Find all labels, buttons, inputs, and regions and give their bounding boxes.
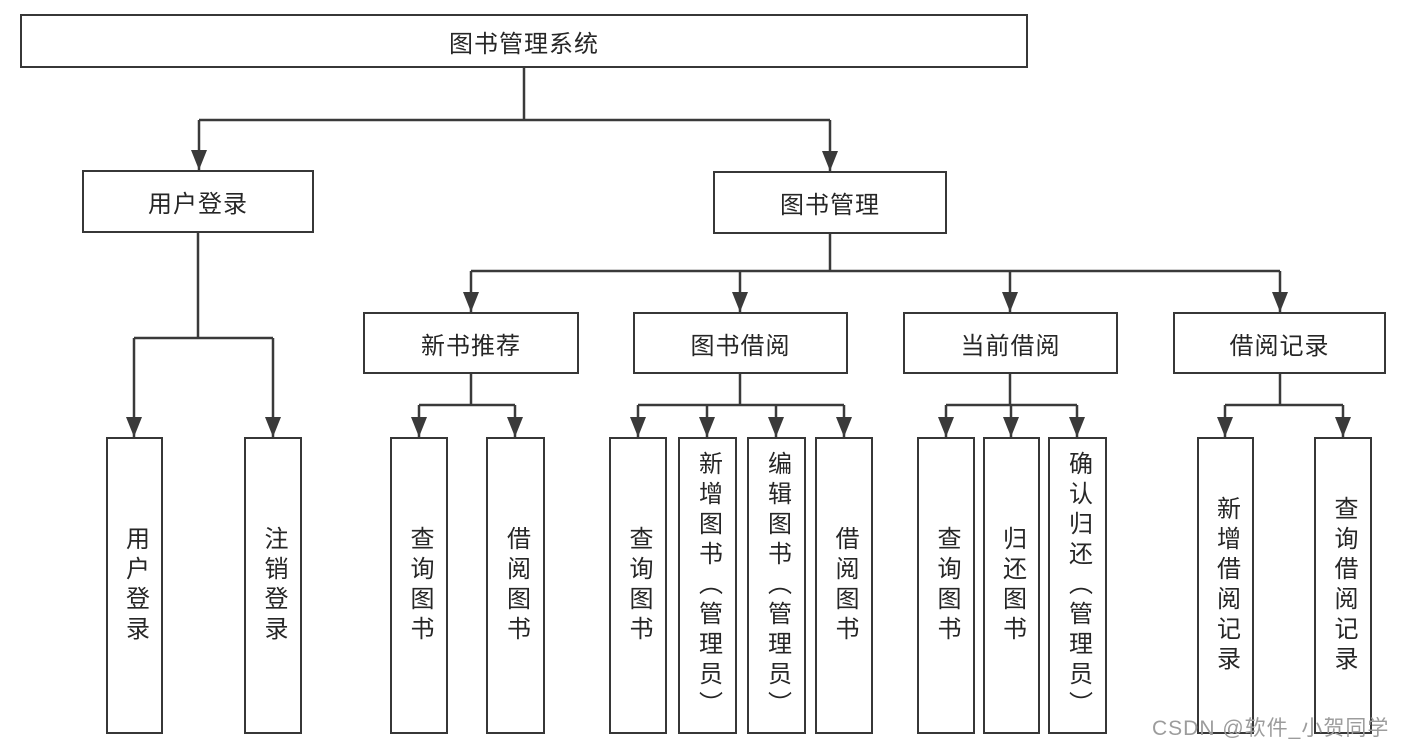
arrowhead-down-icon bbox=[836, 417, 852, 437]
node-label: 图书管理 bbox=[780, 192, 880, 219]
arrowhead-down-icon bbox=[822, 151, 838, 171]
node-query-borrow-record: 查询借阅记录 bbox=[1314, 437, 1372, 734]
arrowhead-down-icon bbox=[732, 292, 748, 312]
node-label: 新书推荐 bbox=[421, 332, 521, 360]
node-label: 新增图书（管理员） bbox=[694, 450, 722, 721]
arrowhead-down-icon bbox=[768, 417, 784, 437]
arrowhead-down-icon bbox=[265, 417, 281, 437]
node-label: 用户登录 bbox=[148, 191, 248, 218]
node-query-books-rec: 查询图书 bbox=[390, 437, 448, 734]
node-label: 用户登录 bbox=[121, 525, 149, 646]
arrowhead-down-icon bbox=[126, 417, 142, 437]
node-label: 新增借阅记录 bbox=[1212, 495, 1240, 676]
node-label: 借阅图书 bbox=[502, 525, 530, 646]
node-confirm-return-admin: 确认归还（管理员） bbox=[1048, 437, 1107, 734]
node-user-login-branch: 用户登录 bbox=[82, 170, 314, 233]
node-book-mgmt-branch: 图书管理 bbox=[713, 171, 947, 234]
node-add-borrow-record: 新增借阅记录 bbox=[1197, 437, 1254, 734]
arrowhead-down-icon bbox=[1002, 292, 1018, 312]
arrowhead-down-icon bbox=[1003, 417, 1019, 437]
node-label: 借阅记录 bbox=[1229, 332, 1330, 360]
node-label: 确认归还（管理员） bbox=[1064, 450, 1092, 721]
arrowhead-down-icon bbox=[191, 150, 207, 170]
node-label: 图书管理系统 bbox=[449, 30, 599, 58]
node-root: 图书管理系统 bbox=[20, 14, 1028, 68]
arrowhead-down-icon bbox=[411, 417, 427, 437]
node-current-borrow: 当前借阅 bbox=[903, 312, 1118, 374]
watermark-text: CSDN @软件_小贺同学 bbox=[1152, 717, 1390, 740]
node-label: 编辑图书（管理员） bbox=[763, 450, 791, 721]
node-borrow-books-rec: 借阅图书 bbox=[486, 437, 545, 734]
node-edit-books-admin: 编辑图书（管理员） bbox=[747, 437, 806, 734]
node-book-borrow: 图书借阅 bbox=[633, 312, 848, 374]
node-label: 图书借阅 bbox=[690, 332, 791, 360]
arrowhead-down-icon bbox=[699, 417, 715, 437]
node-return-books: 归还图书 bbox=[983, 437, 1040, 734]
arrowhead-down-icon bbox=[1069, 417, 1085, 437]
node-query-books-current: 查询图书 bbox=[917, 437, 975, 734]
node-new-book-rec: 新书推荐 bbox=[363, 312, 579, 374]
node-label: 查询图书 bbox=[625, 525, 652, 646]
node-label: 当前借阅 bbox=[960, 332, 1061, 360]
node-label: 查询图书 bbox=[933, 525, 960, 646]
node-label: 查询借阅记录 bbox=[1330, 495, 1357, 676]
node-borrow-books-leaf: 借阅图书 bbox=[815, 437, 873, 734]
arrowhead-down-icon bbox=[463, 292, 479, 312]
node-label: 查询图书 bbox=[406, 525, 433, 646]
node-label: 归还图书 bbox=[998, 525, 1026, 646]
arrowhead-down-icon bbox=[507, 417, 523, 437]
arrowhead-down-icon bbox=[630, 417, 646, 437]
node-user-login-leaf: 用户登录 bbox=[106, 437, 163, 734]
node-borrow-records: 借阅记录 bbox=[1173, 312, 1386, 374]
node-add-books-admin: 新增图书（管理员） bbox=[678, 437, 737, 734]
node-label: 借阅图书 bbox=[831, 525, 858, 646]
arrowhead-down-icon bbox=[938, 417, 954, 437]
node-label: 注销登录 bbox=[260, 525, 287, 646]
arrowhead-down-icon bbox=[1335, 417, 1351, 437]
arrowhead-down-icon bbox=[1217, 417, 1233, 437]
node-query-books-borrow: 查询图书 bbox=[609, 437, 667, 734]
arrowhead-down-icon bbox=[1272, 292, 1288, 312]
node-logout-leaf: 注销登录 bbox=[244, 437, 302, 734]
